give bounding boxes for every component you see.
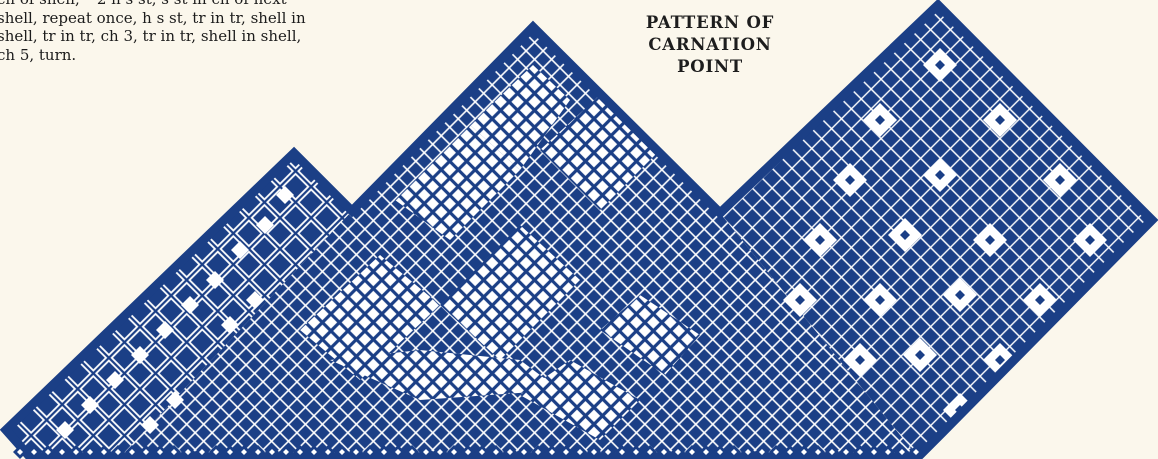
carnation-point-lace-chart xyxy=(0,0,1158,459)
